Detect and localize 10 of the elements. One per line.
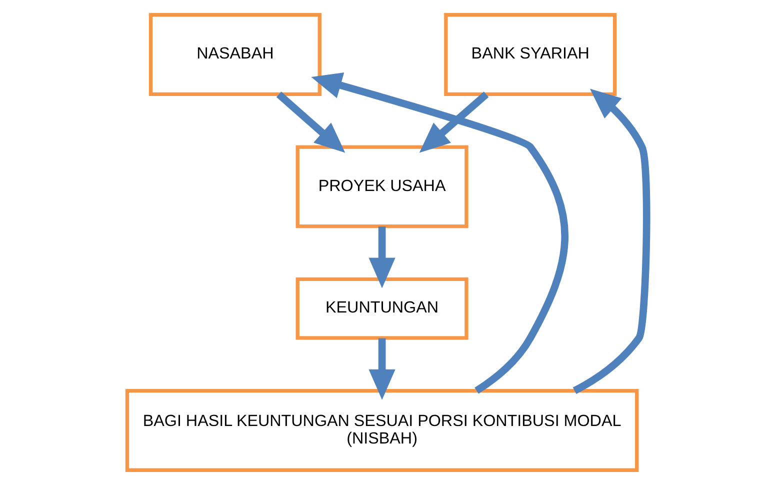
- node-box: PROYEK USAHA: [296, 144, 468, 228]
- arrow: [368, 338, 396, 400]
- arrow: [311, 72, 568, 394]
- node-box: KEUNTUNGAN: [296, 276, 468, 340]
- node-box: NASABAH: [148, 12, 322, 96]
- arrow: [572, 88, 650, 394]
- node-box: BAGI HASIL KEUNTUNGAN SESUAI PORSI KONTIBUSI MODAL (NISBAH): [125, 388, 639, 472]
- node-box: BANK SYARIAH: [444, 12, 617, 96]
- arrow: [276, 91, 346, 152]
- arrow: [368, 226, 396, 288]
